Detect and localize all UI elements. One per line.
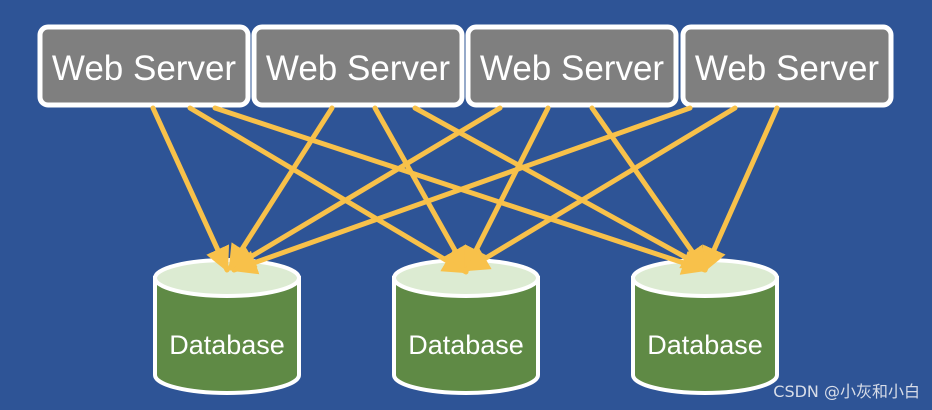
- web-server-box: Web Server: [680, 24, 894, 108]
- database-cylinder: Database: [392, 258, 540, 395]
- connection-arrow: [187, 105, 469, 275]
- web-server-box: Web Server: [465, 24, 679, 108]
- web-server-label: Web Server: [480, 49, 664, 88]
- database-cylinder: Database: [153, 258, 301, 395]
- connection-arrow: [589, 105, 708, 273]
- database-cylinder: Database: [631, 258, 779, 395]
- web-server-box: Web Server: [251, 24, 465, 108]
- connection-arrow: [372, 105, 469, 273]
- database-label: Database: [169, 330, 285, 360]
- connection-arrow: [702, 105, 780, 273]
- watermark: CSDN @小灰和小白: [773, 382, 920, 401]
- connection-arrow: [231, 105, 693, 275]
- connection-arrow: [229, 105, 503, 271]
- connection-arrow: [227, 105, 335, 271]
- connection-arrow: [412, 105, 708, 271]
- database-label: Database: [408, 330, 524, 360]
- web-server-box: Web Server: [37, 24, 251, 108]
- database-label: Database: [647, 330, 763, 360]
- web-server-label: Web Server: [695, 49, 879, 88]
- connection-arrow: [150, 105, 230, 273]
- web-server-label: Web Server: [52, 49, 236, 88]
- connection-arrow: [463, 105, 551, 273]
- web-server-label: Web Server: [266, 49, 450, 88]
- connection-arrow: [463, 105, 738, 273]
